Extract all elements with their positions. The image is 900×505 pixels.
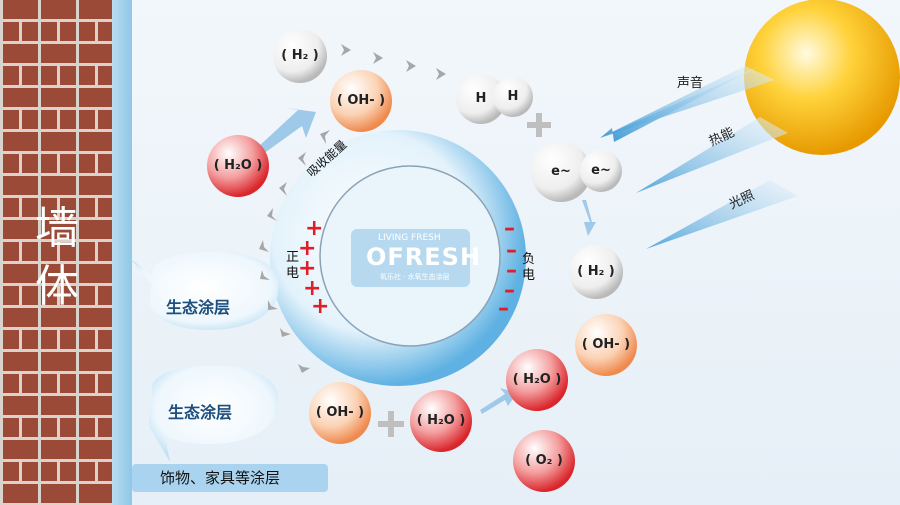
positive-label: 正电	[286, 250, 300, 281]
wall-coating-strip	[112, 0, 132, 505]
minus-charge: –	[504, 216, 515, 241]
molecule-oh-top	[330, 70, 392, 132]
molecule-label-h-a: H	[475, 91, 487, 106]
molecule-label-h2-top: ( H₂ )	[281, 48, 319, 63]
molecule-layer	[207, 29, 637, 492]
minus-charge: –	[506, 238, 517, 263]
molecule-label-h2o-left: ( H₂O )	[213, 158, 263, 173]
molecule-e-b	[580, 150, 622, 192]
molecule-h2o-right	[506, 349, 568, 411]
molecule-label-o2: ( O₂ )	[525, 453, 563, 468]
plus-charge: +	[298, 236, 317, 261]
logo-sub: 氧乐社 · 水氧生态涂层	[380, 273, 450, 281]
cycle-arrows	[259, 44, 446, 373]
minus-charge: –	[498, 296, 509, 321]
coating-bubble-2	[149, 365, 279, 462]
molecule-h2-right	[569, 245, 623, 299]
ray-light-body	[646, 180, 798, 249]
molecule-h2o-left	[207, 135, 269, 197]
sound-label: 声音	[677, 76, 704, 91]
plus-charge: +	[305, 216, 324, 241]
molecule-label-h-b: H	[507, 89, 519, 104]
molecule-label-oh-bottom: ( OH- )	[315, 405, 365, 420]
wall-label: 墙体	[35, 203, 79, 312]
molecule-label-h2o-right: ( H₂O )	[512, 372, 562, 387]
minus-charge: –	[504, 278, 515, 303]
molecule-label-h2-right: ( H₂ )	[577, 264, 615, 279]
coating-label: 生态涂层	[168, 403, 233, 422]
molecule-h-a	[456, 74, 506, 124]
molecule-oh-right	[575, 314, 637, 376]
plus-charge: +	[298, 256, 317, 281]
molecule-label-h2o-bottom: ( H₂O )	[416, 413, 466, 428]
ofresh-logo-box	[351, 229, 470, 287]
ray-sound-body	[600, 66, 775, 138]
arrow-to-h2o	[480, 388, 517, 414]
molecule-e-a	[531, 142, 591, 202]
logo-brand: OFRESH	[366, 243, 482, 271]
negative-label: 负电	[522, 252, 536, 283]
molecule-label-oh-right: ( OH- )	[581, 337, 631, 352]
sun-icon	[744, 0, 900, 155]
molecule-h-b	[493, 77, 533, 117]
ray-heat-body	[636, 117, 788, 193]
molecule-label-e-b: e~	[591, 163, 611, 178]
coating-label: 生态涂层	[166, 298, 231, 317]
plus-charge: +	[303, 276, 322, 301]
brick-wall	[0, 0, 112, 505]
furniture-coating-label: 饰物、家具等涂层	[132, 464, 328, 492]
molecule-h2o-bottom	[410, 390, 472, 452]
coating-bubble-1	[130, 251, 279, 330]
arrow-to-h2	[582, 200, 596, 236]
plus-signs	[378, 113, 551, 437]
minus-charge: –	[506, 258, 517, 283]
molecule-o2	[513, 430, 575, 492]
molecule-label-e-a: e~	[551, 164, 571, 179]
logo-tagline: LIVING FRESH	[378, 233, 441, 243]
molecule-oh-bottom	[309, 382, 371, 444]
plus-charge: +	[311, 294, 330, 319]
molecule-label-oh-top: ( OH- )	[336, 93, 386, 108]
arrow-to-oh	[257, 108, 316, 154]
molecule-h2-top	[273, 29, 327, 83]
